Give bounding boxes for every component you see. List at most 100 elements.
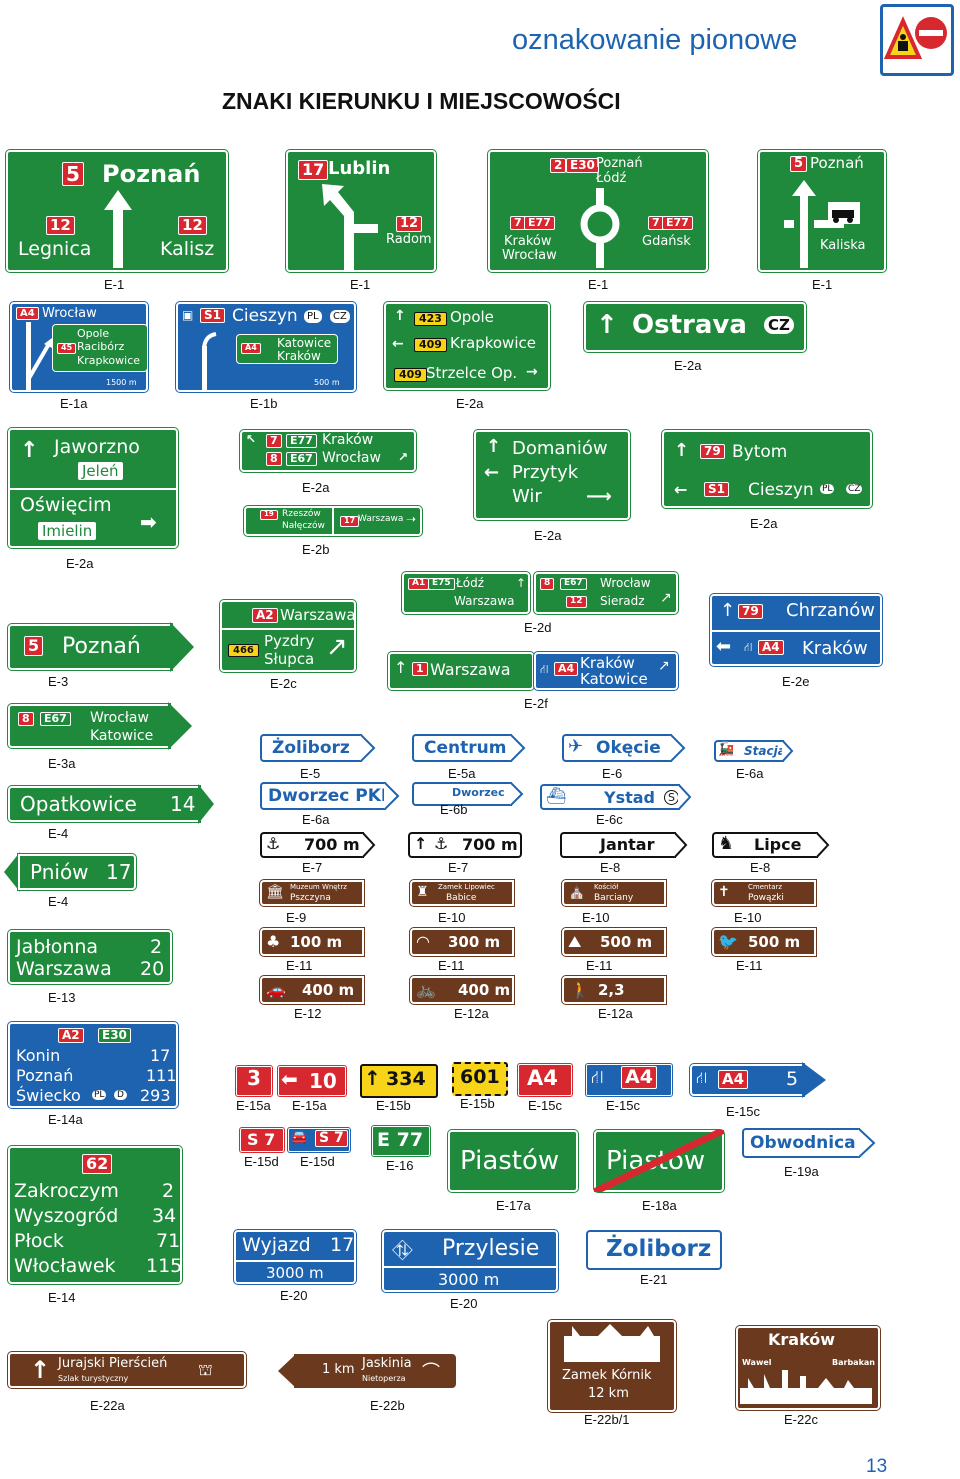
sign-e11d: 🐦 500 m [711, 927, 817, 957]
sign-e1-roundabout: 2 E30 Poznań Łódź 7 E77 Kraków Wrocław 7… [487, 149, 709, 273]
label: E-11 [438, 958, 465, 973]
label: E-9 [286, 910, 307, 925]
interchange-icon: ⛗ [392, 1236, 413, 1266]
label: E-4 [48, 894, 69, 909]
sign-e19a: Obwodnica [742, 1128, 860, 1158]
label: E-14a [48, 1112, 83, 1127]
sign-e6c: ⛴ Ystad S [540, 784, 680, 810]
sign-e22b1: Zamek Kórnik 12 km [547, 1319, 677, 1413]
label: E-22a [90, 1398, 125, 1413]
sign-e5: Żoliborz [260, 734, 362, 762]
label: E-2d [524, 620, 552, 635]
cross-icon: ✝ [718, 884, 730, 900]
road-number: 5 [62, 162, 84, 186]
arrow-up-icon: ↑ [414, 834, 428, 853]
arrow-right-icon: ➡ [140, 510, 157, 534]
label: E-22b [370, 1398, 405, 1413]
anchor-icon: ⚓ [266, 834, 281, 853]
bicycle-icon: 🚲 [416, 980, 436, 999]
label: E-2a [750, 516, 778, 531]
label: E-1b [250, 396, 278, 411]
sign-e15b-334: ↑ 334 [360, 1064, 438, 1098]
label: E-15a [236, 1098, 271, 1113]
sign-e22a: ↑ Jurajski Pierścień Szlak turystyczny ⛫ [7, 1351, 247, 1389]
header-subtitle: oznakowanie pionowe [512, 24, 798, 56]
tip [360, 734, 376, 762]
trail-logo-icon: ⛫ [198, 1360, 213, 1379]
label: E-17a [496, 1198, 531, 1213]
sign-e6a-stacja: 🚂 Stacja [714, 740, 786, 762]
label: E-1 [104, 277, 125, 292]
sign-e2b: 19 Rzeszów Nałęczów 17 Warszawa ➝ [243, 505, 423, 537]
arrow-upright-icon: ↗ [660, 590, 672, 606]
arrow-up-icon: ↑ [596, 310, 618, 340]
page-title: ZNAKI KIERUNKU I MIEJSCOWOŚCI [222, 88, 621, 114]
ferry-icon: ⛴ [546, 786, 567, 805]
sign-e6: ✈ Okęcie [562, 734, 672, 762]
sign-e2a-bytom: ↑ 79 Bytom ← S1 Cieszyn PL CZ [661, 429, 873, 509]
castle-icon: ♜ [416, 884, 429, 900]
label: E-6c [596, 812, 623, 827]
tree-icon: ♣ [266, 932, 281, 951]
label: E-21 [640, 1272, 668, 1287]
pedestrian-icon: 🚶 [570, 980, 590, 999]
arrow-left-icon: ← [484, 462, 500, 483]
label: E-5 [300, 766, 321, 781]
label: E-6a [302, 812, 330, 827]
label: E-18a [642, 1198, 677, 1213]
sign-e5a: Centrum [412, 734, 512, 762]
label: E-7 [302, 860, 323, 875]
label: E-2a [66, 556, 94, 571]
label: E-2e [782, 674, 810, 689]
sign-e1b: ▣ S1 Cieszyn PL CZ A4 Katowice Kraków 50… [175, 301, 357, 393]
horse-rider-icon: ♞ [718, 833, 735, 854]
arrow-up-icon: ↑ [364, 1066, 381, 1090]
tip [510, 782, 524, 806]
sign-e2a-opole: ↑ 423 Opole ← 409 Krapkowice 409 Strzelc… [383, 301, 551, 391]
sign-e21: Żoliborz [586, 1230, 722, 1270]
exit-arrow-icon [202, 332, 217, 390]
label: E-2a [534, 528, 562, 543]
bus-icon: 🚘 [291, 1130, 308, 1145]
label: E-20 [450, 1296, 478, 1311]
sign-e2a-ostrava: ↑ Ostrava CZ [583, 301, 807, 353]
label: E-11 [736, 958, 763, 973]
sign-e22c: Kraków Wawel Barbakan [735, 1325, 881, 1411]
label: E-1 [350, 277, 371, 292]
motorway-icon: ⛙ [540, 662, 549, 676]
sign-e15c-a4-5: ⛙ A4 5 [689, 1063, 805, 1097]
sign-e15c-a4: A4 [517, 1063, 573, 1097]
tip [678, 784, 692, 810]
label: E-5a [448, 766, 476, 781]
tip [362, 832, 376, 858]
label: E-10 [734, 910, 762, 925]
sign-e10b: ⛪ Kościół Barciany [561, 879, 667, 907]
sign-e8a: Jantar [560, 832, 676, 858]
arrow-right-icon: → [526, 364, 538, 380]
sign-e4b-tip [4, 852, 20, 892]
label: E-1 [812, 277, 833, 292]
sign-e11b: ◠ 300 m [409, 927, 515, 957]
roadworks-logo-icon [880, 4, 954, 76]
city-skyline-icon [740, 1370, 872, 1404]
sign-e2f-2: ⛙ A4 Kraków Katowice ↗ [533, 651, 679, 691]
sign-e7a: ⚓ 700 m [260, 832, 364, 858]
car-icon: 🚗 [266, 980, 286, 999]
label: E-11 [286, 958, 313, 973]
label: E-2f [524, 696, 548, 711]
sign-e2a-domaniow: ↑ Domaniów ← Przytyk Wir ⟶ [473, 429, 631, 521]
tip [674, 832, 688, 858]
label: E-6 [602, 766, 623, 781]
arrow-upright-icon: ↗ [398, 450, 409, 464]
sign-e12: 🚗 400 m [259, 975, 365, 1005]
sign-e3-tip [170, 622, 194, 672]
sign-e15b-601: 601 [452, 1062, 508, 1096]
arrow-upleft-icon: ↖ [246, 432, 257, 446]
sign-e2c: A2 Warszawa 466 Pyzdry Słupca ↗ [219, 599, 357, 673]
arrow-up-icon: ↑ [486, 436, 502, 457]
label: E-15d [300, 1154, 335, 1169]
sign-e3: 5 Poznań [7, 623, 173, 671]
cave-icon: ⌒ [422, 1362, 440, 1383]
arrow-up-icon: ↑ [516, 576, 527, 590]
sign-e9: 🏛 Muzeum Wnętrz Pszczyna [259, 879, 365, 907]
